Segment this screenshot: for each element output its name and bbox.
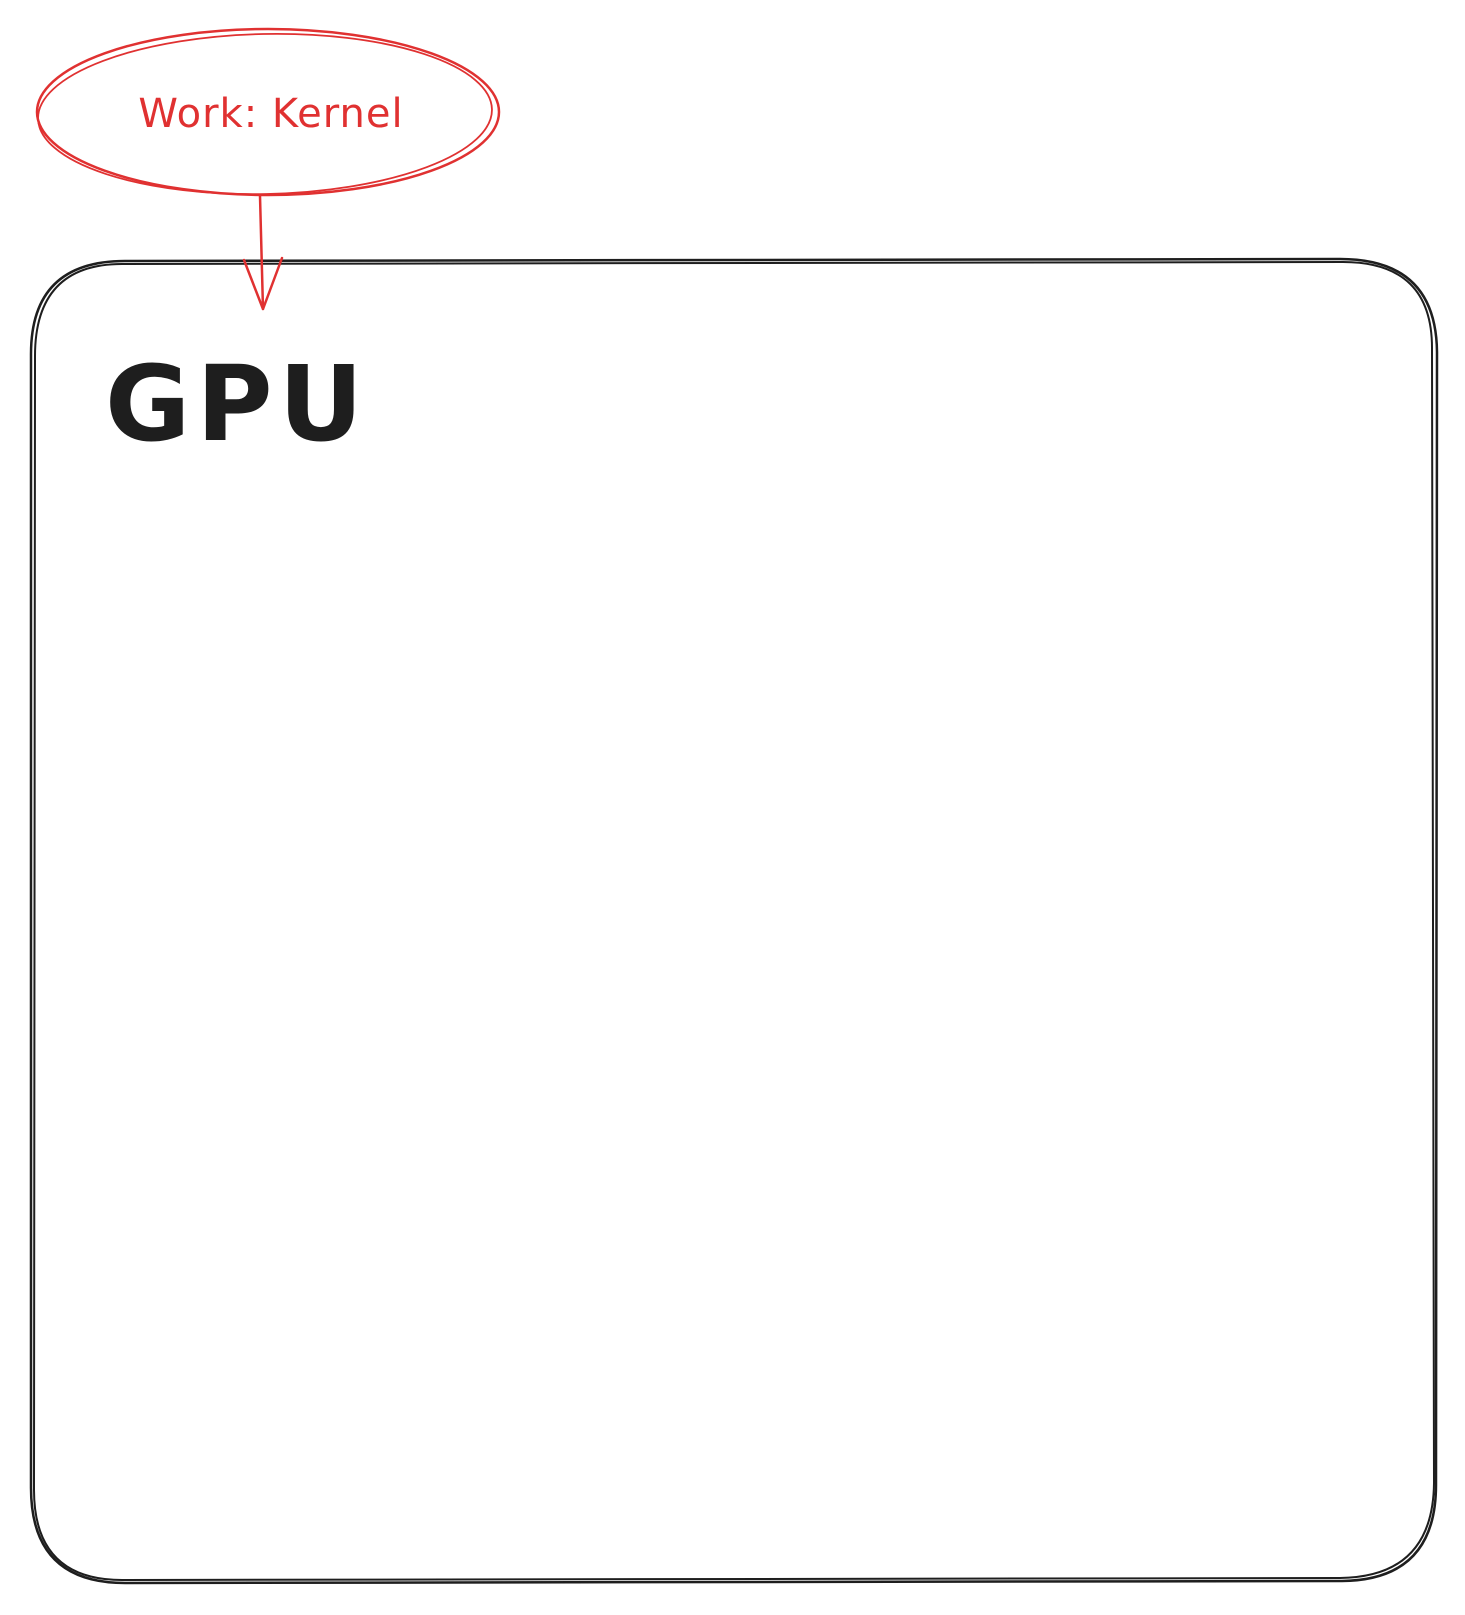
gpu-box-stroke-b	[33, 261, 1435, 1581]
work-to-gpu-arrow	[242, 194, 284, 311]
gpu-box-stroke-a	[29, 257, 1439, 1585]
work-node-stroke-a	[35, 27, 501, 197]
arrow-shaft	[258, 194, 265, 311]
work-node-label: Work: Kernel	[138, 91, 403, 137]
work-node-stroke-b	[37, 32, 493, 196]
gpu-box	[29, 257, 1439, 1585]
gpu-title: GPU	[105, 343, 369, 465]
work-node	[35, 27, 501, 197]
arrow-head	[242, 256, 284, 311]
